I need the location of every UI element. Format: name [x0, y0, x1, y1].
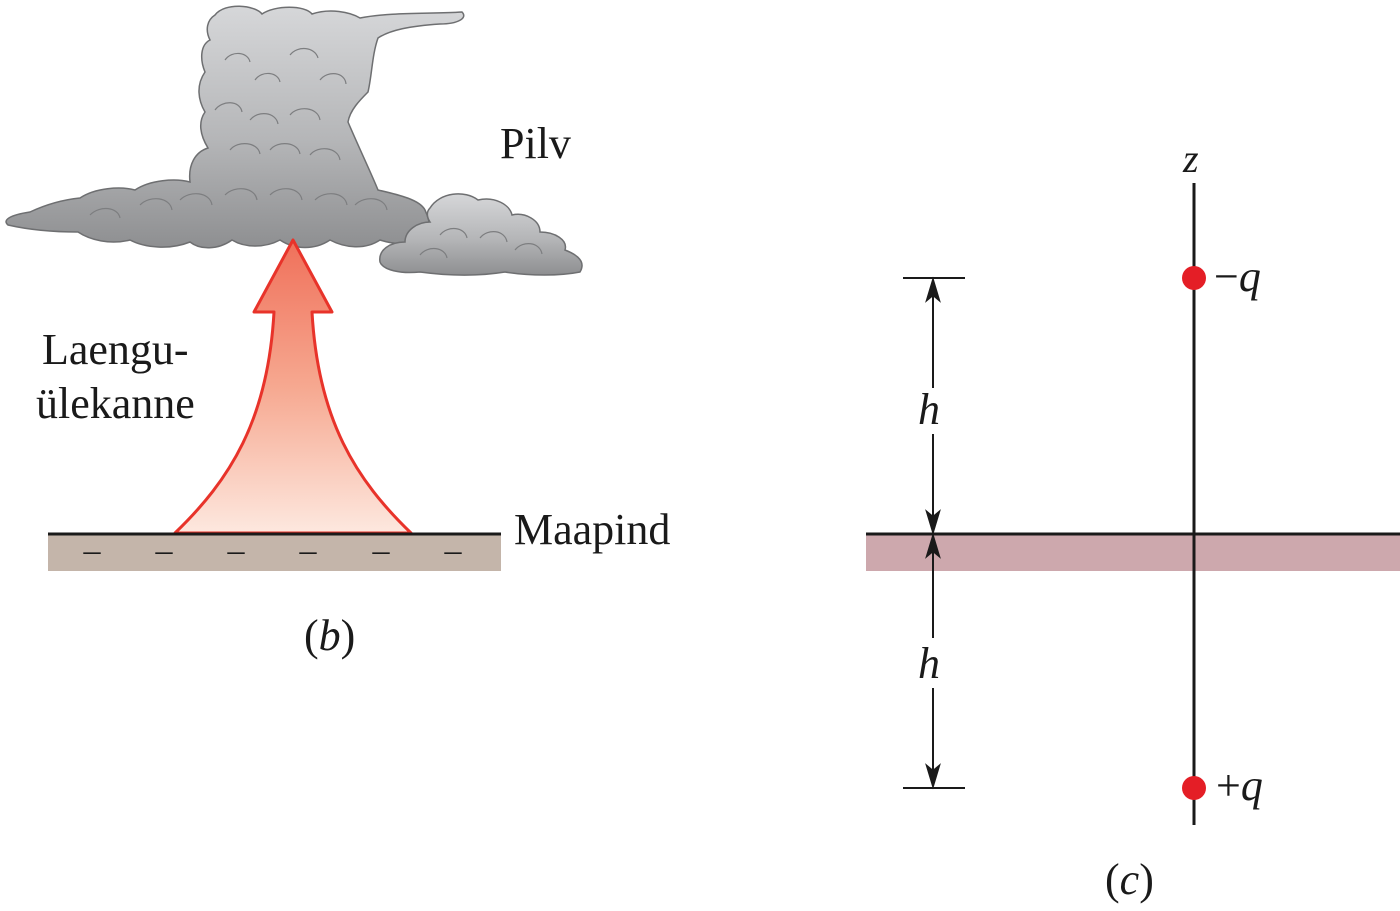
negative-charge-sign: – [372, 532, 391, 569]
ground-strip [48, 534, 501, 571]
ground-negative-charges: – – – – – – [83, 532, 463, 569]
negative-charge-dot [1182, 266, 1206, 290]
panel-c-caption: (c) [1105, 855, 1154, 904]
cloud-icon [5, 5, 583, 276]
negative-charge-sign: − [1214, 252, 1239, 301]
charge-transfer-label-line1: Laengu- [42, 325, 189, 374]
positive-charge-dot [1182, 776, 1206, 800]
panel-c: z −q +q h h (c) [866, 136, 1400, 904]
upper-distance-label: h [918, 385, 940, 434]
lower-distance-label: h [918, 639, 940, 688]
cloud-label: Pilv [500, 119, 571, 168]
positive-charge-label: +q [1216, 761, 1263, 810]
negative-charge-symbol: q [1239, 252, 1261, 301]
positive-charge-sign: + [1216, 761, 1241, 810]
conducting-plane [866, 534, 1400, 571]
caption-open-paren: ( [1105, 855, 1120, 904]
negative-charge-sign: – [227, 532, 246, 569]
arrowhead-icon [925, 532, 941, 559]
caption-open-paren: ( [304, 611, 319, 660]
negative-charge-sign: – [299, 532, 318, 569]
negative-charge-label: −q [1214, 252, 1261, 301]
negative-charge-sign: – [444, 532, 463, 569]
ground-label: Maapind [514, 505, 670, 554]
charge-transfer-label-line2: ülekanne [36, 379, 195, 428]
arrowhead-icon [925, 763, 941, 790]
panel-b: Pilv Laengu- ülekanne – – – – – – Maapin… [5, 5, 670, 660]
positive-charge-symbol: q [1241, 761, 1263, 810]
caption-close-paren: ) [1139, 855, 1154, 904]
panel-b-caption: (b) [304, 611, 355, 660]
arrowhead-icon [925, 276, 941, 303]
caption-letter: c [1120, 855, 1140, 904]
dimension-markers [903, 276, 965, 790]
negative-charge-sign: – [83, 532, 102, 569]
z-axis-label: z [1182, 136, 1199, 181]
caption-close-paren: ) [341, 611, 356, 660]
charge-transfer-arrow [173, 238, 413, 535]
negative-charge-sign: – [155, 532, 174, 569]
arrowhead-icon [925, 509, 941, 536]
caption-letter: b [319, 611, 341, 660]
